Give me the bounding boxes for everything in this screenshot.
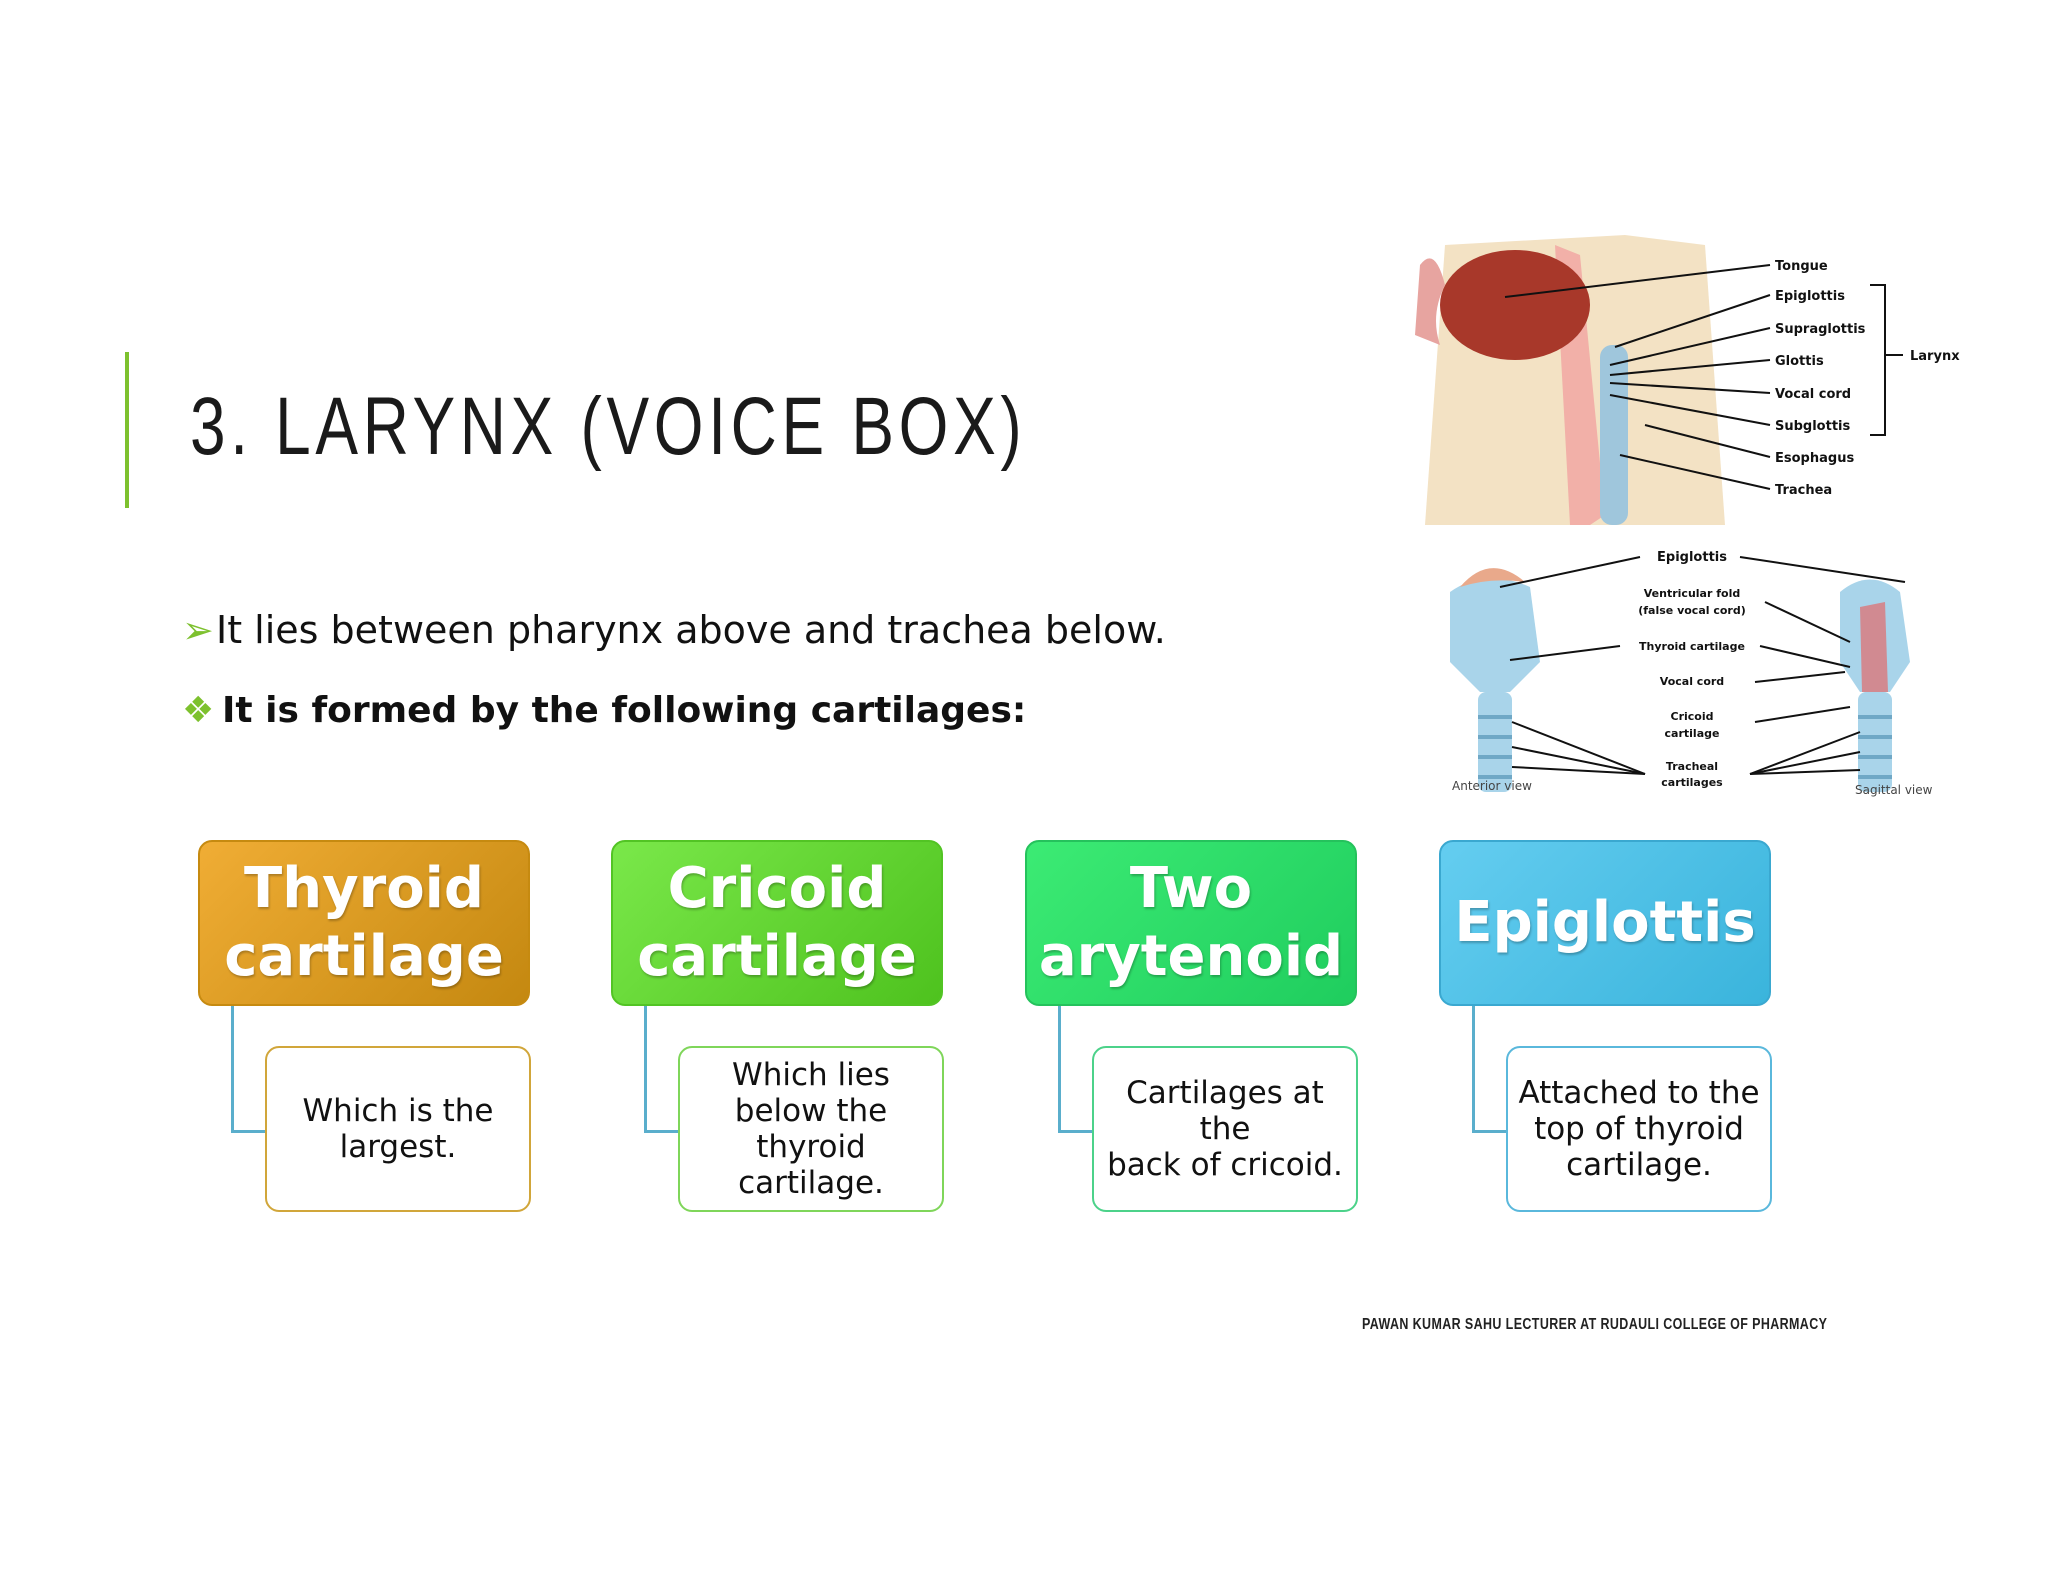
larynx-sagittal-diagram: Tongue Epiglottis Supraglottis Glottis V…	[1415, 235, 1960, 525]
bullet-location: ➢It lies between pharynx above and trach…	[182, 608, 1166, 652]
header-epiglottis: Epiglottis	[1439, 840, 1771, 1006]
diagram-label-sagittal-view: Sagittal view	[1855, 783, 1933, 797]
slide-footer-author: PAWAN KUMAR SAHU LECTURER AT RUDAULI COL…	[1362, 1316, 1828, 1333]
diagram-label-false-vocal-cord: (false vocal cord)	[1638, 604, 1746, 617]
anterior-view-shape	[1450, 568, 1540, 792]
larynx-cartilage-diagram: Epiglottis Ventricular fold (false vocal…	[1450, 550, 1933, 797]
diagram-label-glottis: Glottis	[1775, 354, 1824, 369]
desc-thyroid-line1: Which is the	[302, 1093, 494, 1129]
header-cricoid-line1: Cricoid	[667, 856, 887, 921]
desc-epiglottis-line3: cartilage.	[1566, 1147, 1712, 1183]
desc-cricoid-line3: thyroid	[756, 1129, 866, 1165]
connector-arytenoid	[1058, 1006, 1095, 1133]
desc-cricoid-line2: below the	[734, 1093, 888, 1129]
connector-thyroid	[231, 1006, 268, 1133]
connector-epiglottis	[1472, 1006, 1509, 1133]
diagram-label-esophagus: Esophagus	[1775, 451, 1854, 466]
diagram-label-vocal-cord: Vocal cord	[1775, 387, 1851, 402]
header-epiglottis-line1: Epiglottis	[1454, 890, 1756, 955]
diagram-label-tongue: Tongue	[1775, 259, 1828, 274]
diagram-label-cricoid-cartilage: cartilage	[1665, 727, 1720, 740]
diagram-label-anterior-view: Anterior view	[1452, 779, 1532, 793]
connector-cricoid	[644, 1006, 681, 1133]
diagram-label-epiglottis: Epiglottis	[1775, 289, 1845, 304]
diagram-label-trachea: Trachea	[1775, 483, 1832, 498]
lips-shape	[1415, 258, 1445, 345]
desc-cricoid-line1: Which lies	[732, 1057, 890, 1093]
desc-cricoid-line4: cartilage.	[738, 1165, 884, 1201]
bullet-location-text: It lies between pharynx above and trache…	[216, 608, 1166, 652]
diagram-label-supraglottis: Supraglottis	[1775, 322, 1866, 337]
header-arytenoid-line1: Two	[1129, 856, 1253, 921]
header-arytenoid-line2: arytenoid	[1038, 924, 1344, 989]
sagittal-view-shape	[1840, 579, 1910, 792]
desc-epiglottis-line2: top of thyroid	[1534, 1111, 1744, 1147]
desc-thyroid-line2: largest.	[339, 1129, 457, 1165]
diagram-label-larynx: Larynx	[1910, 349, 1960, 364]
diagram-label-vocal-cord-b: Vocal cord	[1660, 675, 1724, 688]
slide-title: 3. LARYNX (VOICE BOX)	[190, 381, 1027, 472]
arrow-bullet-icon: ➢	[182, 608, 214, 652]
bullet-cartilages: ❖It is formed by the following cartilage…	[182, 690, 1026, 731]
desc-arytenoid-line1: Cartilages at the	[1126, 1075, 1324, 1147]
diagram-label-subglottis: Subglottis	[1775, 419, 1851, 434]
diamond-bullet-icon: ❖	[182, 690, 215, 731]
diagram-label-ventricular-fold: Ventricular fold	[1644, 587, 1740, 600]
title-accent-bar	[125, 352, 129, 508]
desc-epiglottis-line1: Attached to the	[1518, 1075, 1760, 1111]
desc-arytenoid-line2: back of cricoid.	[1107, 1147, 1343, 1183]
diagram-label-tracheal: Tracheal	[1666, 760, 1718, 773]
header-thyroid-line2: cartilage	[224, 924, 504, 989]
header-cricoid-line2: cartilage	[637, 924, 917, 989]
bullet-cartilages-text: It is formed by the following cartilages…	[222, 690, 1027, 731]
trachea-shape	[1600, 345, 1628, 525]
tongue-shape	[1440, 250, 1590, 360]
diagram-label-thyroid-cartilage: Thyroid cartilage	[1639, 640, 1745, 653]
diagram-label-tracheal-cartilages: cartilages	[1661, 776, 1723, 789]
diagram-label-cricoid: Cricoid	[1671, 710, 1714, 723]
diagram-label-epiglottis-b: Epiglottis	[1657, 550, 1727, 565]
header-thyroid-line1: Thyroid	[244, 856, 484, 921]
